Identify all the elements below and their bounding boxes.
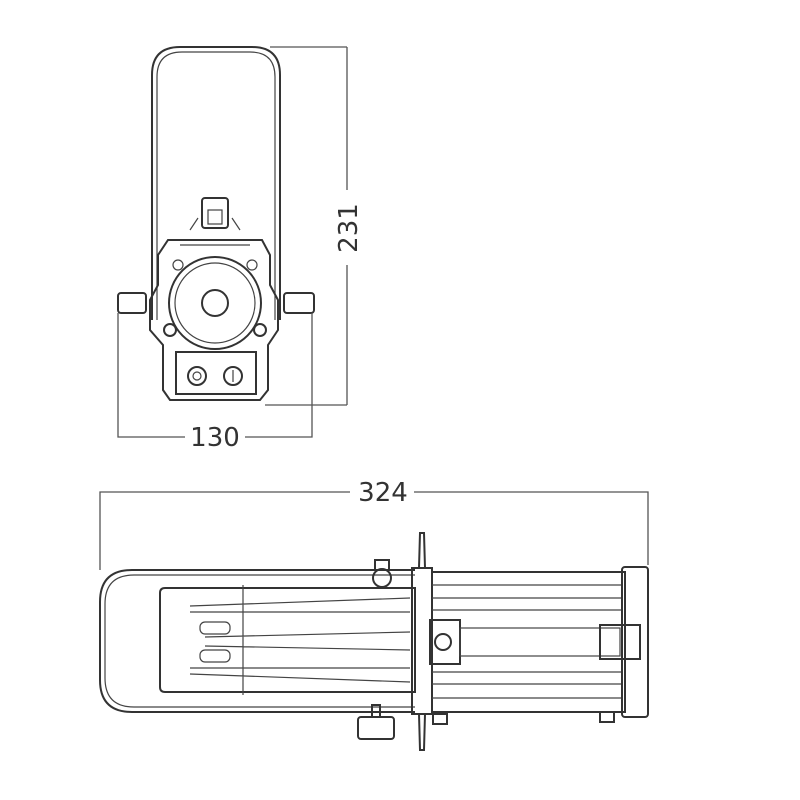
shutter-handle-bottom xyxy=(417,713,427,751)
lock-knob xyxy=(357,716,395,740)
lens-outer xyxy=(168,256,262,350)
width-label: 130 xyxy=(190,423,240,453)
side-view xyxy=(99,532,649,751)
length-dimension: 324 xyxy=(99,478,649,570)
front-barrel xyxy=(432,571,626,713)
left-knob xyxy=(117,292,147,314)
top-handle xyxy=(201,197,229,229)
width-dimension: 130 xyxy=(117,313,313,453)
rear-body xyxy=(159,587,416,693)
height-dimension: 231 xyxy=(265,46,364,406)
lens-inner xyxy=(201,289,229,317)
front-housing xyxy=(149,239,279,401)
front-view xyxy=(117,46,315,401)
length-label: 324 xyxy=(358,478,408,508)
shutter-handle-top xyxy=(417,532,427,569)
data-connector-icon xyxy=(223,366,243,386)
front-yoke xyxy=(151,46,281,320)
front-flange xyxy=(621,566,649,718)
height-label: 231 xyxy=(334,203,364,253)
power-connector-icon xyxy=(187,366,207,386)
connector-panel xyxy=(175,351,257,395)
side-yoke xyxy=(99,569,415,713)
right-knob xyxy=(283,292,315,314)
